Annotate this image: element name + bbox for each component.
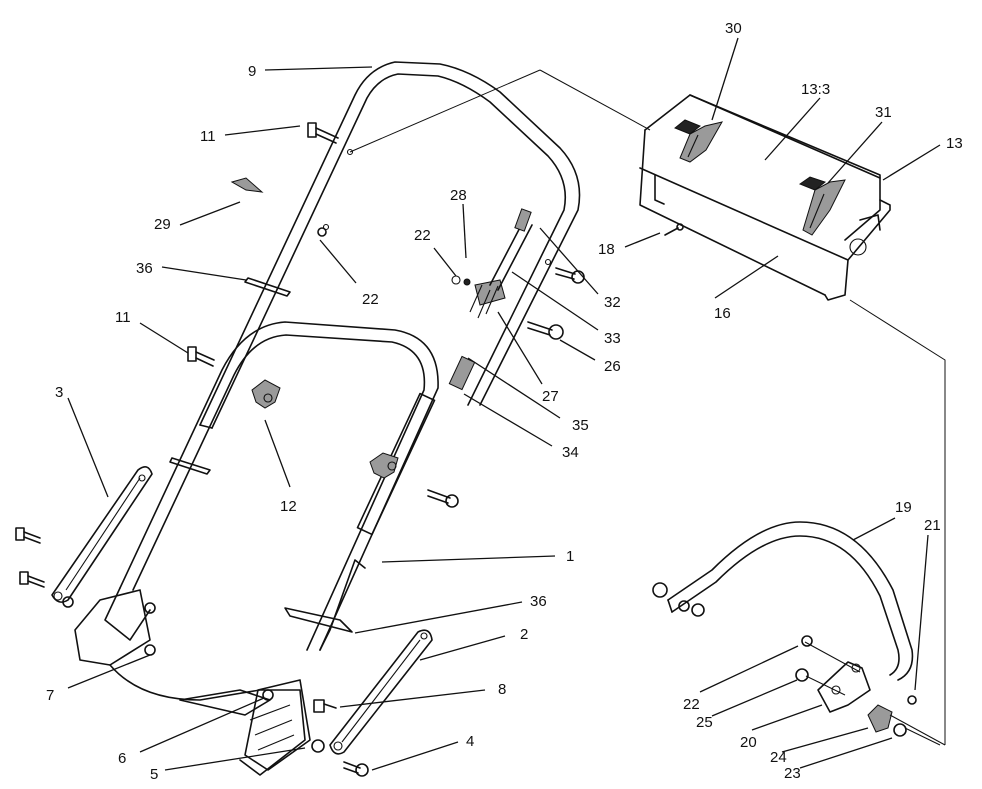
callout-24: 24 bbox=[770, 749, 787, 766]
callout-26: 26 bbox=[604, 358, 621, 375]
callout-30: 30 bbox=[725, 20, 742, 37]
callout-16: 16 bbox=[714, 305, 731, 322]
callout-labels: 9 11 29 36 22 11 3 12 28 22 32 33 26 27 … bbox=[46, 20, 963, 783]
callout-19: 19 bbox=[895, 499, 912, 516]
callout-20: 20 bbox=[740, 734, 757, 751]
callout-12: 12 bbox=[280, 498, 297, 515]
leader-lines bbox=[67, 37, 941, 771]
callout-22: 22 bbox=[362, 291, 379, 308]
bolt bbox=[19, 571, 45, 588]
callout-8: 8 bbox=[498, 681, 506, 698]
bolt bbox=[343, 761, 369, 777]
bail-assembly bbox=[652, 521, 917, 737]
callout-33: 33 bbox=[604, 330, 621, 347]
callout-5: 5 bbox=[150, 766, 158, 783]
bail-pivot-bracket bbox=[817, 661, 871, 713]
carriage-bolt bbox=[187, 346, 215, 367]
cable-grip bbox=[448, 355, 476, 391]
control-console bbox=[639, 94, 891, 301]
bolt bbox=[15, 527, 41, 544]
callout-36: 36 bbox=[136, 260, 153, 277]
callout-28: 28 bbox=[450, 187, 467, 204]
lower-handle bbox=[119, 321, 439, 651]
callout-11: 11 bbox=[115, 309, 131, 326]
callout-6: 6 bbox=[118, 750, 126, 767]
choke-lever bbox=[674, 119, 724, 163]
callout-35: 35 bbox=[572, 417, 589, 434]
bail-lever bbox=[867, 704, 893, 733]
callout-31: 31 bbox=[875, 104, 892, 121]
callout-4: 4 bbox=[466, 733, 474, 750]
callout-22: 22 bbox=[414, 227, 431, 244]
right-bracket bbox=[329, 629, 433, 755]
callout-25: 25 bbox=[696, 714, 713, 731]
callout-21: 21 bbox=[924, 517, 941, 534]
bolt bbox=[555, 267, 585, 284]
handle-knob bbox=[369, 452, 399, 479]
callout-1: 1 bbox=[566, 548, 574, 565]
callout-36: 36 bbox=[530, 593, 547, 610]
callout-3: 3 bbox=[55, 384, 63, 401]
cotter-pin bbox=[230, 177, 264, 193]
callout-32: 32 bbox=[604, 294, 621, 311]
callout-7: 7 bbox=[46, 687, 54, 704]
upper-handle bbox=[199, 61, 581, 429]
carriage-bolt bbox=[307, 122, 339, 144]
callout-23: 23 bbox=[784, 765, 801, 782]
callout-9: 9 bbox=[248, 63, 256, 80]
callout-34: 34 bbox=[562, 444, 579, 461]
callout-11: 11 bbox=[200, 128, 216, 145]
screw bbox=[664, 223, 684, 236]
throttle-lever bbox=[798, 176, 846, 236]
callout-18: 18 bbox=[598, 241, 615, 258]
cable-tie bbox=[244, 277, 291, 297]
callout-13-3: 13:3 bbox=[801, 81, 830, 98]
bolt bbox=[313, 699, 337, 713]
bolt bbox=[527, 321, 564, 340]
callout-13: 13 bbox=[946, 135, 963, 152]
bolt bbox=[427, 489, 459, 508]
left-bracket bbox=[51, 466, 153, 603]
callout-27: 27 bbox=[542, 388, 559, 405]
handle-knob bbox=[251, 379, 281, 409]
hardware bbox=[15, 122, 813, 777]
alignment-lines bbox=[349, 69, 946, 746]
cable-tie bbox=[169, 457, 353, 633]
callout-29: 29 bbox=[154, 216, 171, 233]
cable-bracket bbox=[451, 208, 533, 319]
callout-22: 22 bbox=[683, 696, 700, 713]
callout-2: 2 bbox=[520, 626, 528, 643]
